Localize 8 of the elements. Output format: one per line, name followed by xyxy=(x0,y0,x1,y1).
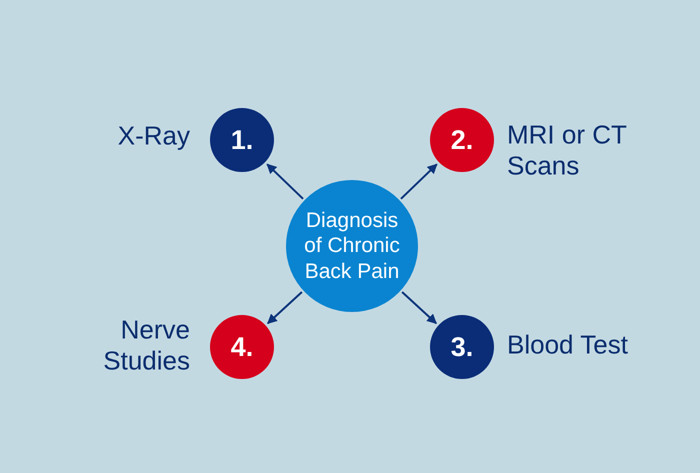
step-label: Blood Test xyxy=(507,330,629,360)
step-label: MRI or CT Scans xyxy=(507,119,628,181)
arrow xyxy=(400,164,438,200)
arrow xyxy=(401,291,437,324)
step-label: Nerve Studies xyxy=(102,314,190,376)
arrow xyxy=(266,164,304,200)
arrow xyxy=(267,291,303,324)
step-label: X-Ray xyxy=(116,120,190,152)
